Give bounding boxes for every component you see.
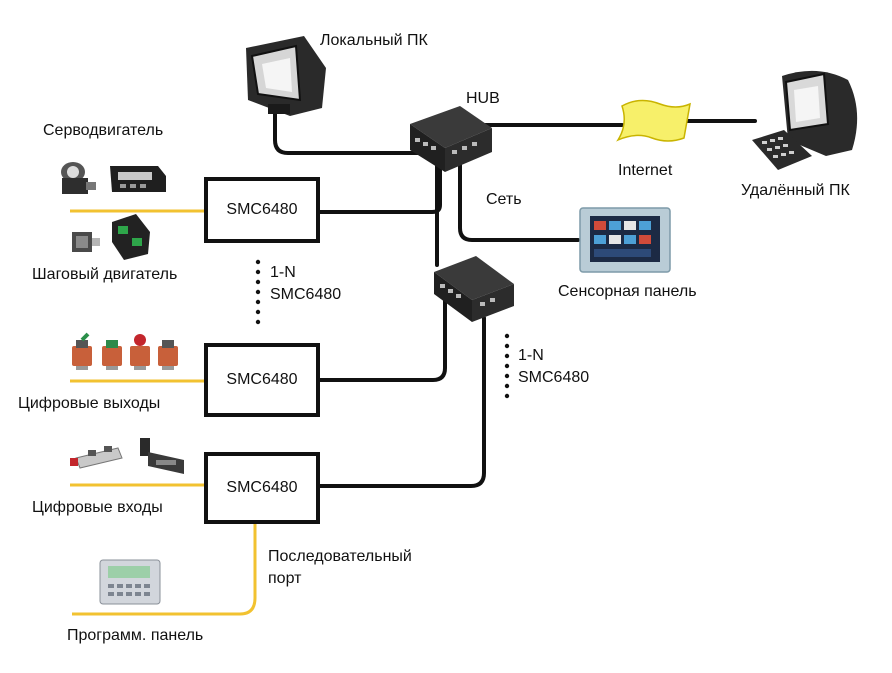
network-label: Сеть: [486, 191, 522, 208]
internet-icon: [616, 99, 691, 142]
digital-outputs-icons: [72, 332, 178, 370]
prog-panel-label: Программ. панель: [67, 627, 204, 644]
servo-motor-icon: [61, 162, 96, 194]
stepper-label: Шаговый двигатель: [32, 266, 178, 283]
digital-inputs-label: Цифровые входы: [32, 499, 163, 516]
stepper-motor-icon: [72, 232, 100, 252]
hub-secondary-icon: [434, 256, 514, 322]
digital-outputs-label: Цифровые выходы: [18, 395, 161, 412]
digital-inputs-icons: [70, 438, 184, 474]
hub-main-icon: [410, 106, 492, 172]
touch-panel-icon: [579, 207, 671, 273]
internet-label: Internet: [618, 162, 673, 179]
ellipsis-dots-right: [504, 333, 510, 399]
servo-label: Серводвигатель: [43, 122, 164, 139]
touch-panel-label: Сенсорная панель: [558, 283, 697, 300]
controller-label-2: SMC6480: [226, 371, 298, 388]
controller-box-1: SMC6480: [204, 177, 320, 243]
local-pc-icon: [246, 36, 326, 116]
remote-pc-icon: [752, 70, 858, 170]
controller-box-3: SMC6480: [204, 452, 320, 524]
multi-controller-note-left: 1-N SMC6480: [270, 264, 342, 303]
controller-box-2: SMC6480: [204, 343, 320, 417]
remote-pc-label: Удалённый ПК: [741, 182, 850, 199]
network-cables: [273, 110, 757, 488]
local-pc-label: Локальный ПК: [320, 32, 428, 49]
servo-driver-icon: [110, 166, 166, 192]
stepper-driver-icon: [112, 214, 150, 260]
signal-wires: [70, 209, 257, 616]
controller-label-1: SMC6480: [226, 201, 298, 218]
controller-label-3: SMC6480: [226, 479, 298, 496]
serial-port-label: Последовательный порт: [268, 548, 412, 587]
programming-panel-icon: [99, 559, 161, 605]
hub-label: HUB: [466, 90, 500, 107]
ellipsis-dots-left: [255, 259, 261, 325]
multi-controller-note-right: 1-N SMC6480: [518, 347, 590, 386]
